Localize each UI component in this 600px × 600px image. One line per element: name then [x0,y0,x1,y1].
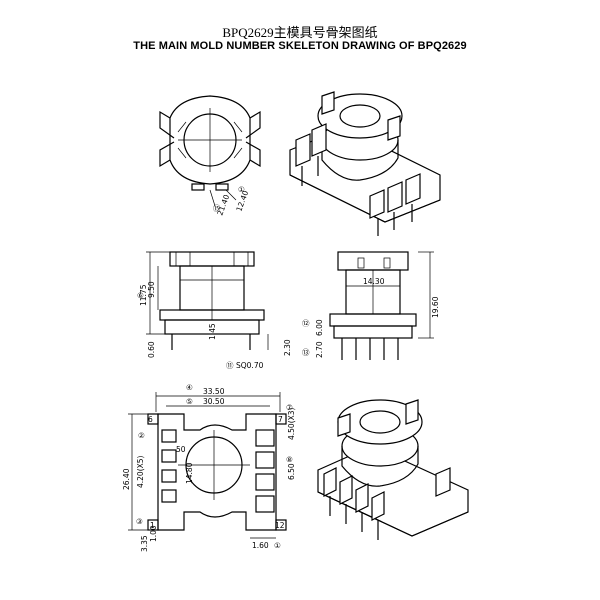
pin-label-1: 1 [150,521,155,530]
dim-1-00: 1.00 [149,525,158,542]
isometric-view-top [289,91,441,236]
dim-1-45: 1.45 [208,323,217,340]
label-num-4: ④ [186,383,193,392]
label-num-15: ⑮ [213,204,221,213]
dim-30-50: 30.50 [203,397,225,406]
title-english: THE MAIN MOLD NUMBER SKELETON DRAWING OF… [133,40,467,52]
dim-3-35: 3.35 [140,535,149,552]
pin-label-7: 7 [278,415,283,424]
front-view [146,251,269,350]
title-chinese: BPQ2629主模具号骨架图纸 [222,25,378,40]
isometric-view-bottom [317,399,469,540]
dim-1-60: 1.60 [252,541,269,550]
label-num-3: ③ [136,517,143,526]
dim-14-80: 14.80 [185,462,194,484]
side-view [329,251,434,360]
dim-4-20-x5: 4.20(X5) [136,455,145,488]
dim-19-60: 19.60 [431,296,440,318]
label-num-6: ⑥ [137,291,144,300]
dim-2-70: 2.70 [315,341,324,358]
label-num-11: ⑪ [226,361,234,370]
dim-9-50: 9.50 [147,281,156,298]
dim-33-50: 33.50 [203,387,225,396]
dim-0-60: 0.60 [147,341,156,358]
dim-sq-0-70: SQ0.70 [236,361,264,370]
label-num-8: ⑧ [286,455,293,464]
label-num-13: ⑬ [302,348,310,357]
label-num-1: ① [274,541,281,550]
top-view [159,95,261,207]
dim-14-30: 14.30 [363,277,385,286]
dim-6-50: 6.50 [287,463,296,480]
dim-50: 50 [176,445,186,454]
label-num-5: ⑤ [186,397,193,406]
dim-6-00: 6.00 [315,319,324,336]
label-num-1-top: ① [238,185,245,194]
dim-11-75: 11.75 [139,284,148,306]
dim-26-40: 26.40 [122,468,131,490]
label-num-12: ⑫ [302,319,310,328]
bottom-view [128,392,287,539]
label-num-2: ② [138,431,145,440]
pin-label-6: 6 [148,415,153,424]
pin-label-12: 12 [275,521,285,530]
dim-2-30: 2.30 [283,339,292,356]
dim-4-50-x3: 4.50(X3) [287,407,296,440]
label-num-7: ⑦ [286,403,293,412]
